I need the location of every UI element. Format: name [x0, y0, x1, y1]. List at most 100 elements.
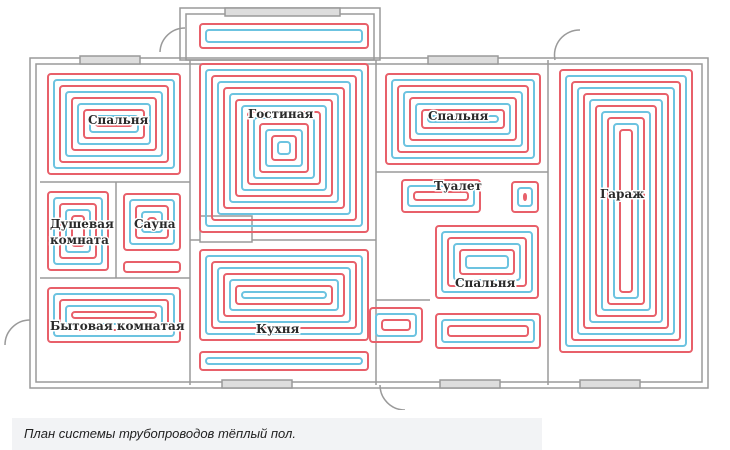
return-pipe-loop [391, 79, 535, 159]
return-pipe-loop [205, 255, 363, 335]
label-sauna: Сауна [134, 217, 176, 231]
return-pipe-loop [205, 69, 363, 227]
supply-pipe-loop [559, 69, 693, 353]
return-pipe-loop [265, 129, 303, 167]
return-pipe-loop [577, 87, 675, 335]
label-kitchen: Кухня [256, 322, 300, 336]
supply-pipe-loop [271, 135, 297, 161]
return-pipe-loop [277, 141, 291, 155]
return-pipe-loop [129, 199, 175, 245]
return-pipe-loop [53, 293, 175, 337]
supply-pipe-loop [59, 85, 169, 163]
supply-pipe-loop [571, 81, 681, 341]
supply-pipe-loop [523, 193, 527, 201]
return-pipe-loop [141, 211, 163, 233]
supply-pipe-loop [59, 203, 97, 259]
supply-pipe-loop [199, 249, 369, 341]
supply-pipe-loop [619, 129, 633, 293]
supply-pipe-loop [95, 121, 133, 127]
label-shower-1: Душевая [50, 217, 114, 231]
label-utility-room: Бытовая комнатая [50, 319, 185, 333]
label-bedroom-3: Спальня [455, 276, 515, 290]
caption-bar: План системы трубопроводов тёплый пол. [12, 418, 542, 450]
caption-text: План системы трубопроводов тёплый пол. [24, 426, 296, 441]
return-pipe-loop [465, 255, 509, 269]
supply-pipe-loop [385, 73, 541, 165]
supply-pipe-loop [607, 117, 645, 305]
return-pipe-loop [601, 111, 651, 311]
return-pipe-loop [613, 123, 639, 299]
return-pipe-loop [253, 117, 315, 179]
return-pipe-loop [65, 305, 163, 325]
return-pipe-loop [241, 291, 327, 299]
supply-pipe-loop [71, 97, 157, 151]
supply-pipe-loop [223, 87, 345, 209]
supply-pipe-loop [397, 85, 529, 153]
label-living-room: Гостиная [248, 107, 313, 121]
supply-pipe-loop [413, 191, 469, 201]
label-garage: Гараж [600, 187, 644, 201]
return-pipe-loop [229, 279, 339, 311]
supply-pipe-loop [47, 287, 181, 343]
supply-pipe-loop [247, 111, 321, 185]
return-pipe-loop [65, 91, 163, 157]
supply-pipe-loop [135, 205, 169, 239]
supply-pipe-loop [447, 325, 529, 337]
return-pipe-loop [415, 103, 511, 135]
return-pipe-loop [65, 209, 91, 253]
supply-pipe-loop [435, 225, 539, 299]
supply-pipe-loop [421, 109, 505, 129]
return-pipe-loop [217, 267, 351, 323]
supply-pipe-loop [47, 73, 181, 175]
supply-pipe-loop [409, 97, 517, 141]
room-labels: Спальня Гостиная Спальня Гараж Душевая к… [49, 106, 646, 338]
return-pipe-loop [229, 93, 339, 203]
label-bedroom-2: Спальня [428, 109, 488, 123]
supply-pipe-loop [369, 307, 423, 343]
floor-plan: Спальня Гостиная Спальня Гараж Душевая к… [4, 7, 709, 410]
walls [4, 7, 709, 410]
return-pipe-loop [205, 357, 363, 365]
supply-pipe-loop [511, 181, 539, 213]
return-pipe-loop [241, 105, 327, 191]
return-pipe-loop [217, 81, 351, 215]
return-pipe-loop [589, 99, 663, 323]
return-pipe-loop [453, 243, 521, 281]
supply-pipe-loop [147, 217, 157, 227]
supply-pipe-loop [59, 299, 169, 331]
supply-pipe-loop [435, 313, 541, 349]
return-pipe-loop [205, 29, 363, 43]
supply-pipe-loop [583, 93, 669, 329]
supply-pipe-loop [199, 23, 369, 49]
supply-pipe-loop [123, 193, 181, 251]
supply-pipe-loop [235, 99, 333, 197]
supply-pipe-loop [223, 273, 345, 317]
return-pipe-loop [53, 197, 103, 265]
label-shower-2: комната [50, 233, 109, 247]
label-toilet: Туалет [434, 179, 482, 193]
supply-pipe-loop [71, 215, 85, 247]
supply-pipe-loop [199, 63, 369, 233]
supply-pipe-loop [401, 179, 481, 213]
heating-pipes [47, 23, 693, 371]
supply-pipe-loop [71, 311, 157, 319]
supply-pipe-loop [459, 249, 515, 275]
supply-pipe-loop [83, 109, 145, 139]
supply-pipe-loop [211, 261, 357, 329]
return-pipe-loop [53, 79, 175, 169]
return-pipe-loop [407, 185, 475, 207]
return-pipe-loop [565, 75, 687, 347]
return-pipe-loop [89, 115, 139, 133]
return-pipe-loop [441, 319, 535, 343]
supply-pipe-loop [123, 261, 181, 273]
return-pipe-loop [517, 187, 533, 207]
supply-pipe-loop [235, 285, 333, 305]
return-pipe-loop [441, 231, 533, 293]
label-bedroom-1: Спальня [88, 113, 148, 127]
supply-pipe-loop [595, 105, 657, 317]
supply-pipe-loop [211, 75, 357, 221]
supply-pipe-loop [199, 351, 369, 371]
supply-pipe-loop [47, 191, 109, 271]
return-pipe-loop [427, 115, 499, 123]
return-pipe-loop [77, 103, 151, 145]
